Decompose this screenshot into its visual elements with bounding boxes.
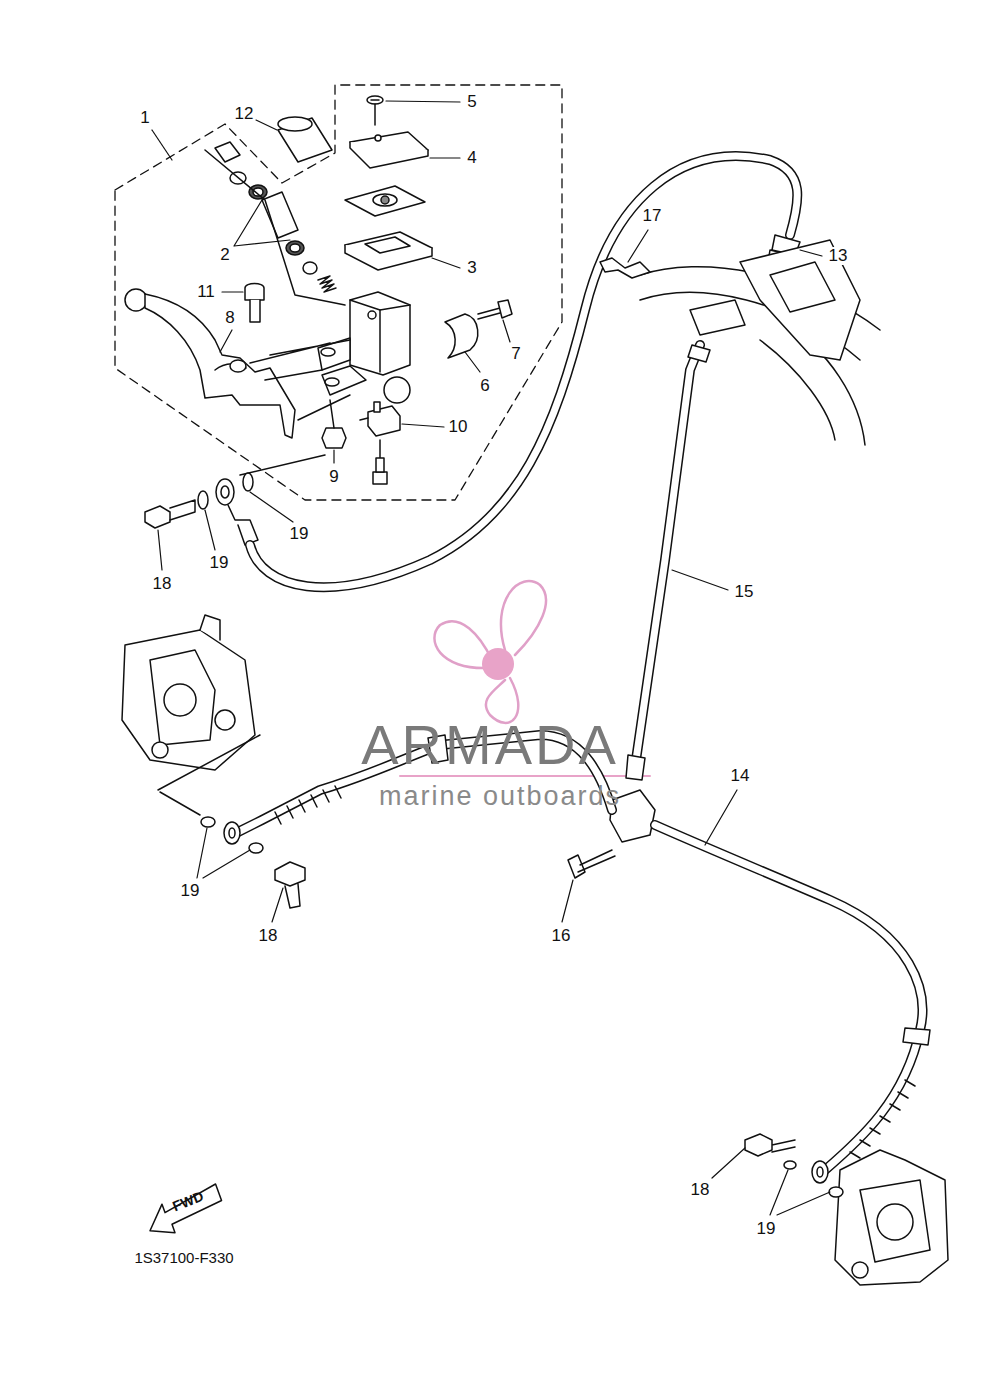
direction-arrow: FWD [148, 1182, 224, 1235]
callout-number: 19 [180, 882, 201, 901]
callout-number: 11 [196, 283, 216, 302]
callout-number: 18 [258, 927, 279, 946]
handlebar-bracket [600, 240, 880, 445]
master-cylinder [125, 96, 512, 484]
leader-line [152, 101, 830, 1215]
brake-hose [655, 825, 922, 1170]
callout-number: 7 [510, 345, 521, 364]
brake-caliper [122, 615, 305, 908]
callout-number: 12 [234, 105, 255, 124]
drawing-code: 1S37100-F330 [133, 1250, 234, 1267]
callout-number: 14 [730, 767, 751, 786]
callout-number: 10 [448, 418, 469, 437]
callout-number: 15 [734, 583, 755, 602]
callout-number: 17 [642, 207, 663, 226]
callout-number: 8 [224, 309, 235, 328]
callout-number: 5 [466, 93, 477, 112]
callout-number: 19 [289, 525, 310, 544]
watermark: ARMADA [360, 714, 620, 776]
arrow-shape [150, 1184, 222, 1233]
brake-pipe [636, 345, 700, 760]
callout-number: 2 [219, 246, 230, 265]
callout-number: 4 [466, 149, 477, 168]
callout-number: 3 [466, 259, 477, 278]
callout-number: 6 [479, 377, 490, 396]
brake-hose [250, 156, 797, 587]
brake-caliper [745, 1134, 948, 1285]
callout-number: 1 [139, 109, 150, 128]
banjo-bolt [145, 473, 258, 545]
callout-number: 9 [328, 468, 339, 487]
watermark-logo [434, 581, 546, 723]
callout-number: 19 [756, 1220, 777, 1239]
callout-number: 13 [828, 247, 849, 266]
callout-number: 18 [152, 575, 173, 594]
callout-number: 16 [551, 927, 572, 946]
group-outline [115, 85, 562, 500]
watermark: marine outboards [378, 782, 622, 812]
callout-number: 19 [209, 554, 230, 573]
callout-number: 18 [690, 1181, 711, 1200]
